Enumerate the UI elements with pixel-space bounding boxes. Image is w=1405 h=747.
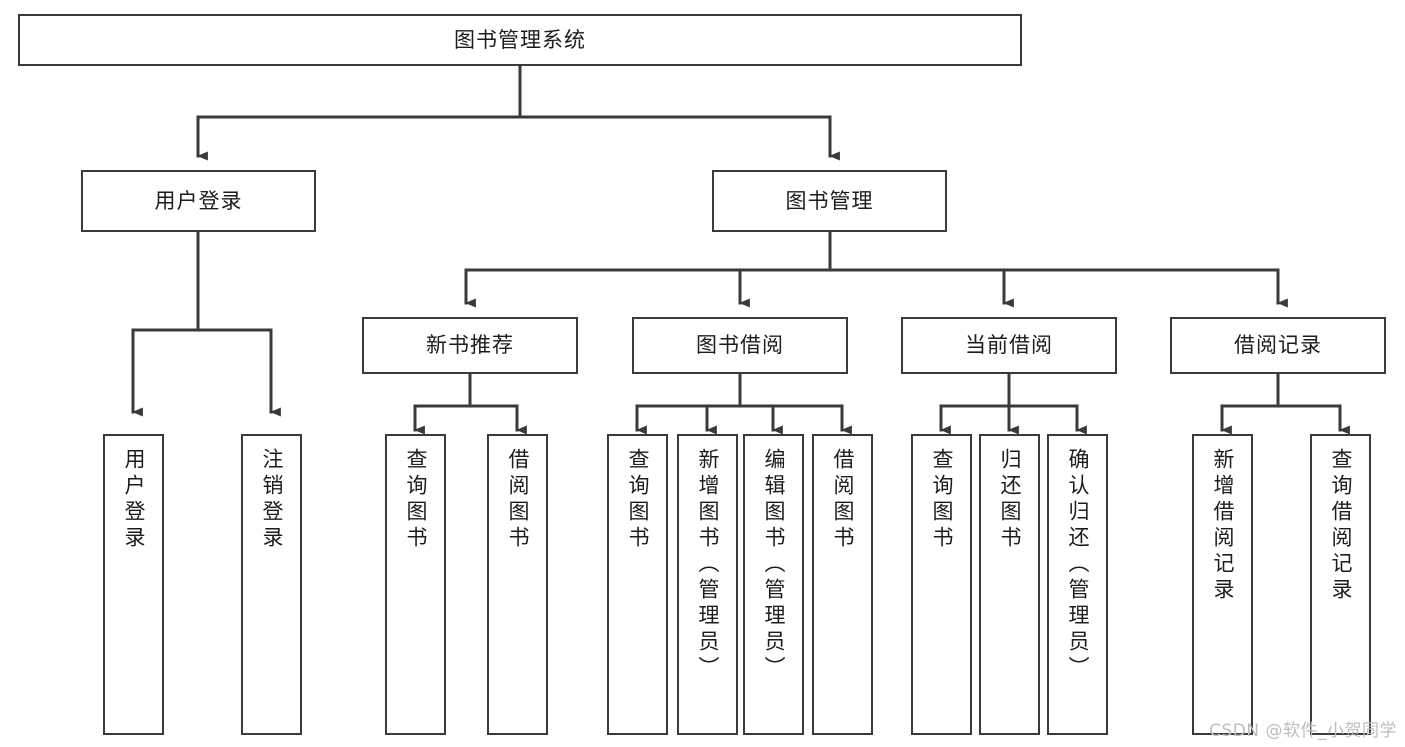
node-label: 新书推荐 [426,333,514,358]
leaf-confirm-return-admin[interactable]: 确认归还（管理员） [1047,434,1108,735]
node-label: 新增图书（管理员） [696,448,720,682]
node-label: 图书管理 [785,188,874,213]
node-label: 借阅图书 [506,448,530,552]
node-label: 用户登录 [122,448,146,552]
node-label: 图书管理系统 [454,27,586,52]
node-book-borrow[interactable]: 图书借阅 [632,317,848,374]
leaf-add-book-admin[interactable]: 新增图书（管理员） [677,434,738,735]
leaf-borrow-book[interactable]: 借阅图书 [812,434,873,735]
node-label: 归还图书 [998,448,1022,552]
node-new-book-recommend[interactable]: 新书推荐 [362,317,578,374]
node-label: 确认归还（管理员） [1066,448,1090,682]
leaf-logout[interactable]: 注销登录 [241,434,302,735]
leaf-edit-book-admin[interactable]: 编辑图书（管理员） [743,434,804,735]
node-book-management[interactable]: 图书管理 [712,170,947,232]
node-current-borrow[interactable]: 当前借阅 [901,317,1117,374]
leaf-add-borrow-record[interactable]: 新增借阅记录 [1192,434,1253,735]
node-root-system[interactable]: 图书管理系统 [18,14,1022,66]
leaf-query-borrow-record[interactable]: 查询借阅记录 [1310,434,1371,735]
leaf-return-book[interactable]: 归还图书 [979,434,1040,735]
node-label: 新增借阅记录 [1211,448,1235,604]
node-label: 查询借阅记录 [1329,448,1353,604]
leaf-query-book-borrow[interactable]: 查询图书 [607,434,668,735]
node-label: 当前借阅 [965,333,1053,358]
node-label: 用户登录 [154,188,243,213]
node-label: 查询图书 [626,448,650,552]
node-label: 注销登录 [260,448,284,552]
node-label: 借阅记录 [1234,333,1322,358]
leaf-user-login[interactable]: 用户登录 [103,434,164,735]
node-label: 查询图书 [930,448,954,552]
leaf-borrow-book-recommend[interactable]: 借阅图书 [487,434,548,735]
node-borrow-record[interactable]: 借阅记录 [1170,317,1386,374]
node-label: 查询图书 [404,448,428,552]
node-label: 编辑图书（管理员） [762,448,786,682]
node-user-login[interactable]: 用户登录 [81,170,316,232]
node-label: 图书借阅 [696,333,784,358]
leaf-query-book-recommend[interactable]: 查询图书 [385,434,446,735]
leaf-query-book-current[interactable]: 查询图书 [911,434,972,735]
node-label: 借阅图书 [831,448,855,552]
